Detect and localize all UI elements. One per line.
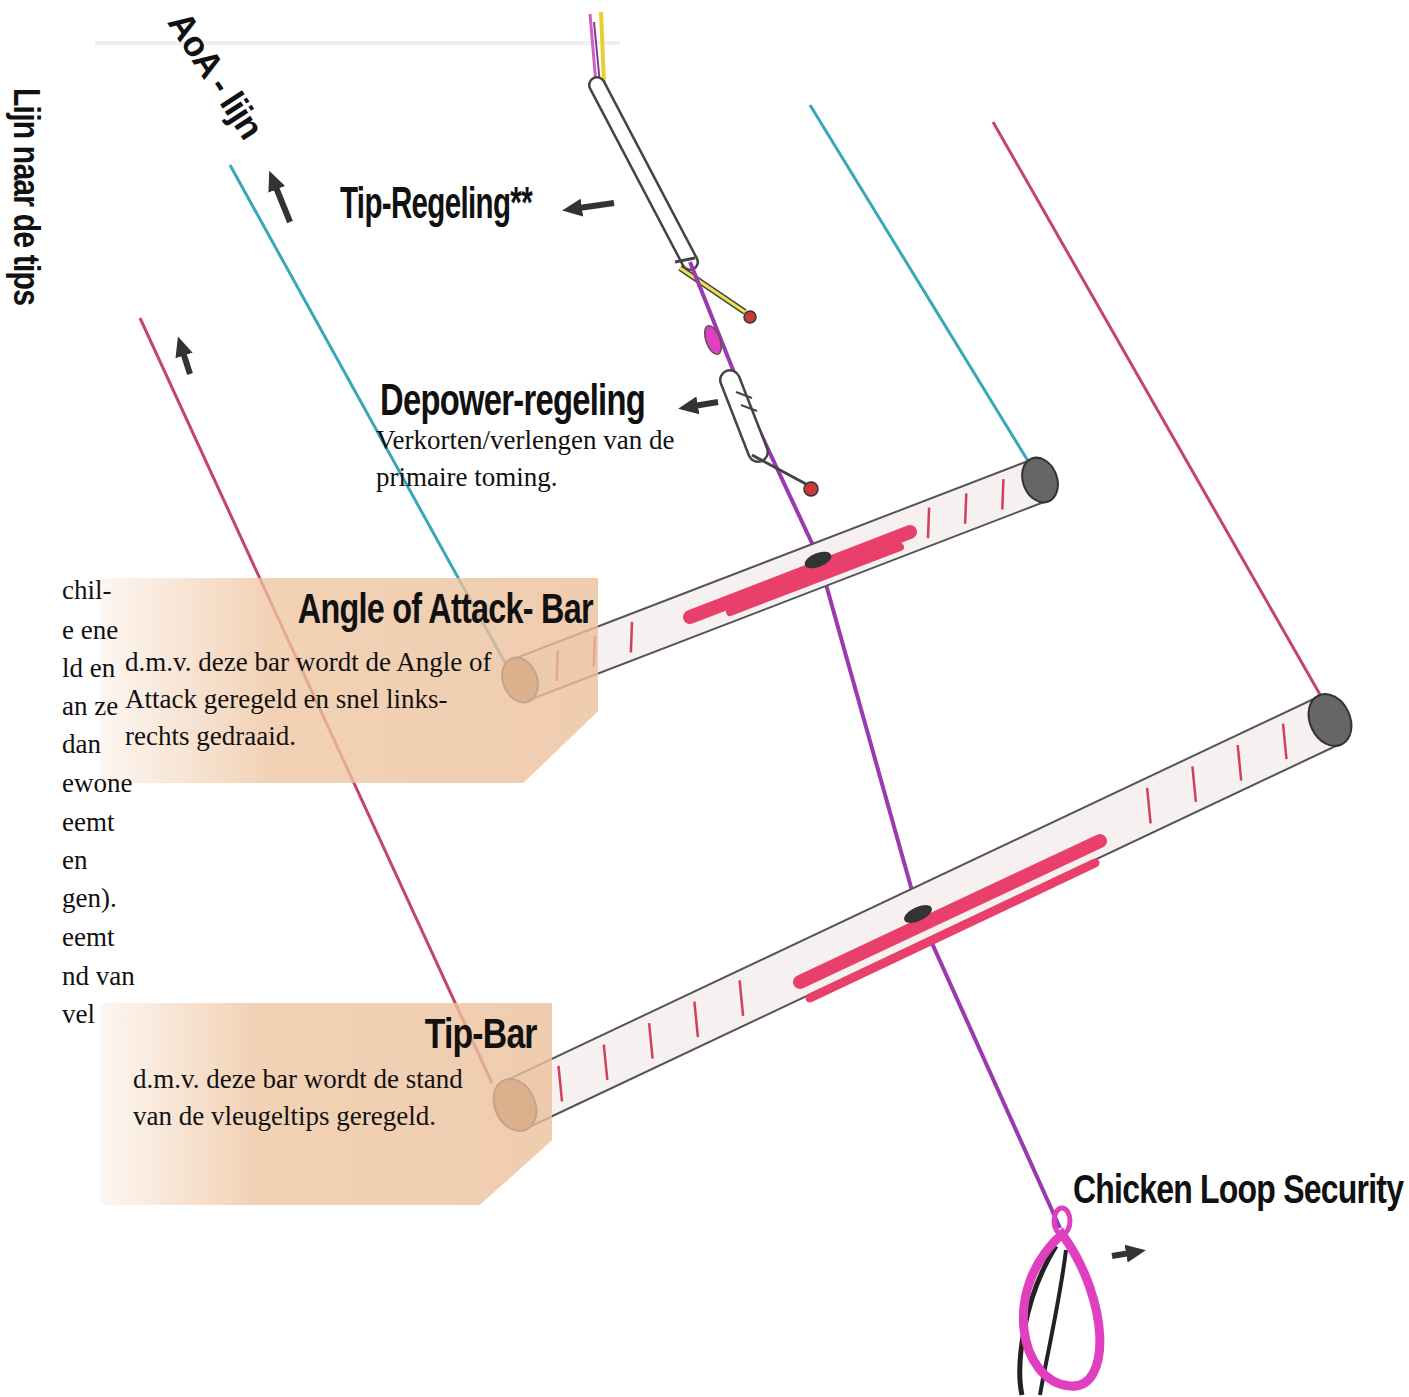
- grip-mark: [965, 493, 966, 523]
- depower-note: Verkorten/verlengen van de primaire tomi…: [376, 422, 746, 496]
- cropped-text-fragment: nd van: [62, 957, 135, 995]
- grip-mark: [649, 1023, 653, 1059]
- callout-box: Tip-Bar d.m.v. deze bar wordt de stand va…: [100, 1003, 552, 1205]
- grip-mark: [559, 1066, 563, 1102]
- grip-mark: [1192, 766, 1196, 802]
- grip-mark: [1147, 788, 1151, 824]
- callout-body: d.m.v. deze bar wordt de Angle of Attack…: [125, 644, 497, 755]
- tip-line-right: [993, 122, 1330, 712]
- callout-body: d.m.v. deze bar wordt de stand van de vl…: [133, 1061, 465, 1135]
- cropped-text-fragment: gen).: [62, 879, 117, 917]
- tip-bar: [485, 687, 1359, 1138]
- aoa-line-right: [810, 105, 1036, 474]
- grip-mark: [604, 1045, 608, 1081]
- tip-line-label: Lijn naar de tips: [8, 88, 45, 305]
- aoa-line-label: AoA - lijn: [162, 6, 270, 145]
- cropped-text-fragment: eemt: [62, 803, 114, 841]
- depower-label: Depower-regeling: [380, 377, 645, 422]
- grip-mark: [928, 508, 929, 538]
- depower-cleat: [701, 324, 818, 496]
- chicken-loop: [1020, 1208, 1100, 1395]
- center-line: [690, 262, 1060, 1228]
- chicken-loop-label: Chicken Loop Security: [1073, 1169, 1403, 1210]
- cropped-text-fragment: chil-: [62, 571, 111, 609]
- grip-mark: [1238, 745, 1242, 781]
- tip-adjuster: [590, 12, 756, 323]
- cropped-text-fragment: ewone: [62, 764, 132, 802]
- cropped-text-fragment: ld en: [62, 649, 115, 687]
- cropped-text-fragment: eemt: [62, 918, 114, 956]
- grip-mark: [1283, 724, 1287, 760]
- tip-adjuster-label: Tip-Regeling**: [340, 180, 532, 225]
- cropped-text-fragment: dan: [62, 725, 101, 763]
- bar-grip-marks: [557, 479, 1287, 1101]
- callout-heading: Tip-Bar: [425, 1012, 537, 1055]
- grip-mark: [631, 622, 632, 653]
- cropped-text-fragment: an ze: [62, 687, 118, 725]
- cropped-text-fragment: e ene: [62, 611, 118, 649]
- callout-box: Angle of Attack- Bar d.m.v. deze bar word…: [100, 578, 598, 783]
- grip-mark: [1002, 479, 1003, 509]
- grip-mark: [694, 1002, 698, 1037]
- cropped-text-fragment: vel: [62, 995, 95, 1033]
- cropped-text-fragment: en: [62, 841, 87, 879]
- callout-heading: Angle of Attack- Bar: [298, 587, 593, 630]
- grip-mark: [740, 980, 744, 1016]
